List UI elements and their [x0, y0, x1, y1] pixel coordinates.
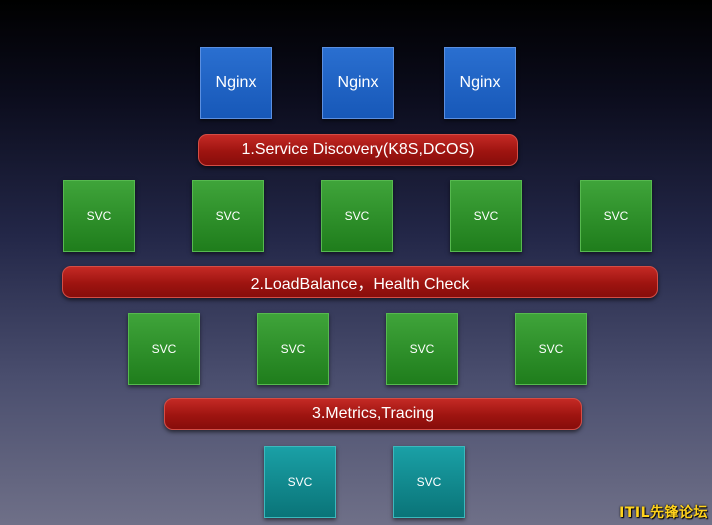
svc-node: SVC [386, 313, 458, 385]
svc-node: SVC [450, 180, 522, 252]
layer-metrics-tracing: 3.Metrics,Tracing [164, 398, 582, 430]
watermark: ITIL先锋论坛 [619, 505, 708, 521]
svc-node: SVC [580, 180, 652, 252]
svc-node: SVC [128, 313, 200, 385]
svc-node: SVC [63, 180, 135, 252]
svc-node: SVC [257, 313, 329, 385]
svc-node: SVC [192, 180, 264, 252]
layer-service-discovery: 1.Service Discovery(K8S,DCOS) [198, 134, 518, 166]
nginx-node-2: Nginx [322, 47, 394, 119]
nginx-node-3: Nginx [444, 47, 516, 119]
layer-load-balance: 2.LoadBalance，Health Check [62, 266, 658, 298]
svc-node: SVC [321, 180, 393, 252]
svc-node: SVC [515, 313, 587, 385]
svc-node: SVC [393, 446, 465, 518]
svc-node: SVC [264, 446, 336, 518]
nginx-node-1: Nginx [200, 47, 272, 119]
